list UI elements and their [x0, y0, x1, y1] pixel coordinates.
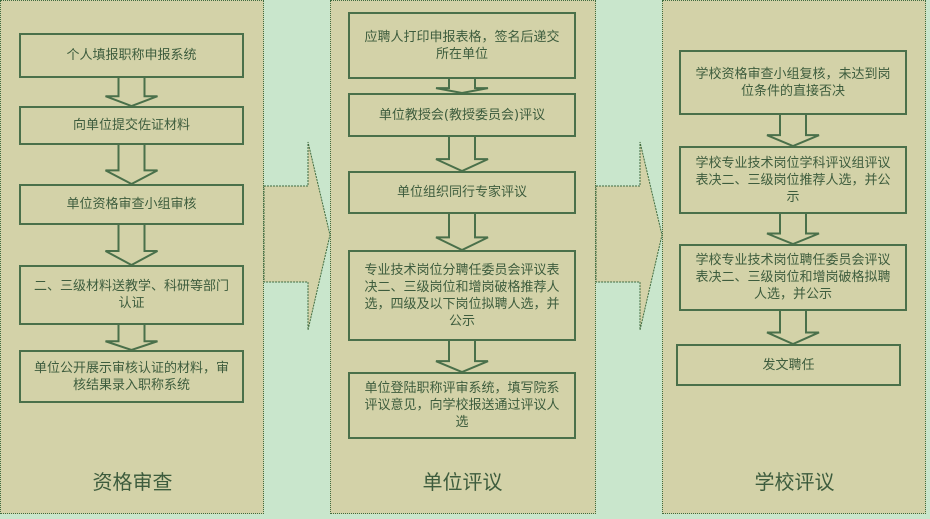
step-box: 学校专业技术岗位学科评议组评议表决二、三级岗位推荐人选，并公示 — [679, 146, 907, 214]
column-title-unit-review: 单位评议 — [422, 470, 503, 494]
big-arrow-2 — [595, 141, 663, 331]
step-box: 专业技术岗位分聘任委员会评议表决二、三级岗位和增岗破格推荐人选，四级及以下岗位拟… — [348, 250, 576, 341]
step-box: 单位公开展示审核认证的材料，审核结果录入职称系统 — [19, 350, 244, 403]
column-title-qualification: 资格审查 — [92, 470, 173, 494]
step-box: 单位登陆职称评审系统，填写院系评议意见，向学校报送通过评议人选 — [348, 372, 576, 439]
step-box: 个人填报职称申报系统 — [19, 33, 244, 78]
column-title-school-review: 学校评议 — [754, 470, 835, 494]
step-box: 学校资格审查小组复核，未达到岗位条件的直接否决 — [679, 50, 907, 115]
step-box: 单位资格审查小组审核 — [19, 184, 244, 225]
step-box: 单位教授会(教授委员会)评议 — [348, 93, 576, 137]
step-box: 发文聘任 — [676, 344, 901, 386]
